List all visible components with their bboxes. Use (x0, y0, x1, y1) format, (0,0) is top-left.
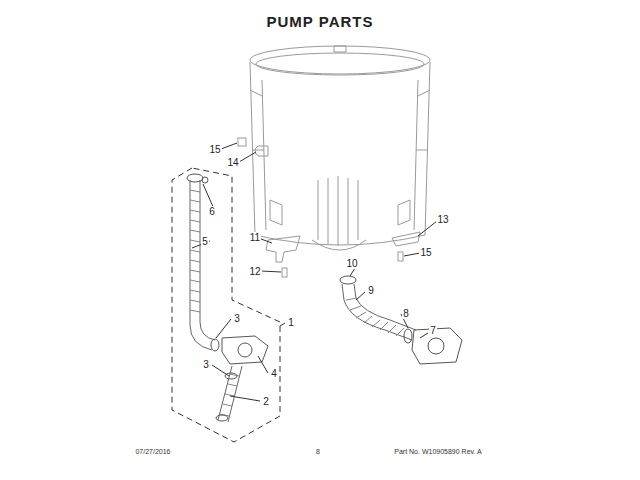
callout-number: 1 (287, 317, 295, 328)
callout-number: 12 (248, 266, 261, 277)
callout-number: 3 (233, 313, 241, 324)
callout-number: 15 (208, 144, 221, 155)
callout-number: 7 (429, 325, 437, 336)
footer-text: 8 (315, 448, 321, 456)
diagram-title: PUMP PARTS (266, 14, 375, 31)
callout-number: 5 (201, 236, 209, 247)
callout-number: 9 (367, 285, 375, 296)
callout-number: 3 (202, 359, 210, 370)
callout-number: 14 (226, 157, 239, 168)
callout-number: 6 (208, 206, 216, 217)
callout-number: 13 (436, 214, 449, 225)
callout-number: 10 (345, 258, 358, 269)
callout-number: 2 (262, 396, 270, 407)
callout-number: 11 (249, 232, 261, 243)
callout-number: 4 (270, 368, 278, 379)
callout-number: 15 (419, 247, 432, 258)
footer-text: 07/27/2016 (134, 448, 171, 456)
callout-number: 8 (402, 308, 410, 319)
footer-text: Part No. W10905890 Rev. A (393, 448, 482, 456)
